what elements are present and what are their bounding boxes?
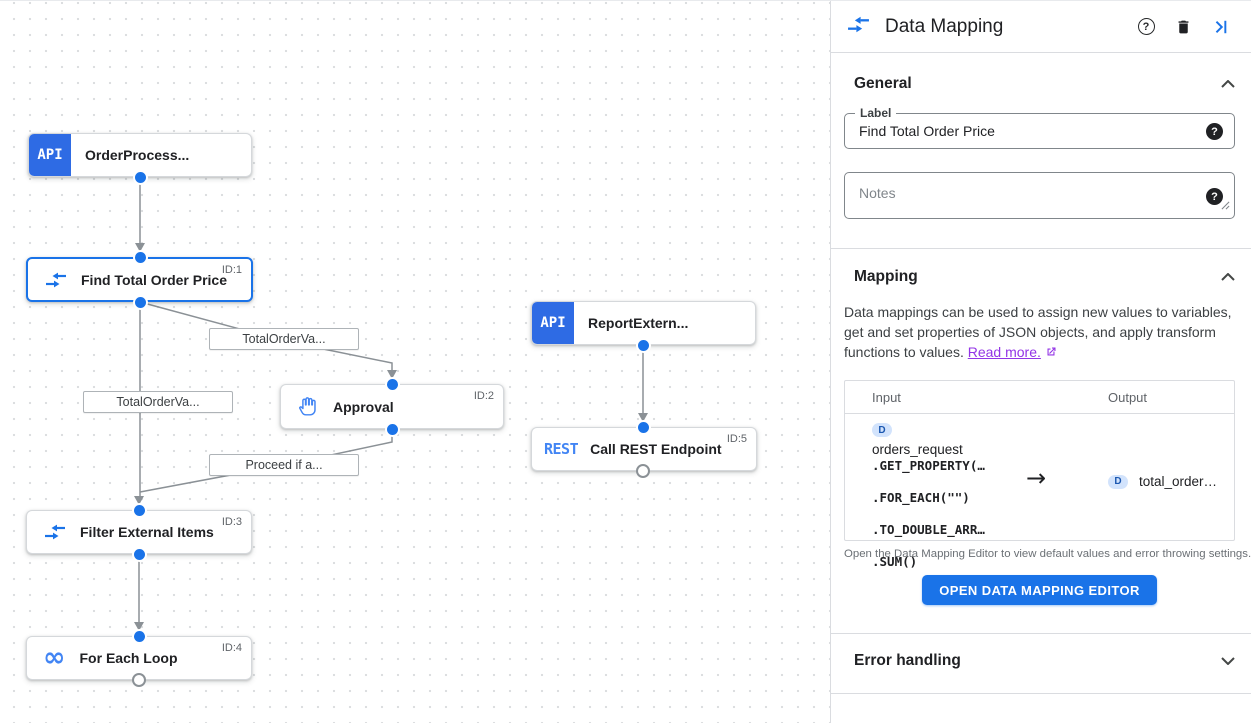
function-line: .GET_PROPERTY(… xyxy=(872,458,985,473)
node-label: Call REST Endpoint xyxy=(590,441,722,457)
connector-dot[interactable] xyxy=(132,629,147,644)
mapping-arrow-icon: → xyxy=(1026,464,1047,492)
function-line: .SUM() xyxy=(872,554,918,569)
input-variable: orders_request xyxy=(872,442,963,457)
node-api-trigger-reportextern[interactable]: API ReportExtern... xyxy=(531,301,756,345)
edge-label-proceed-if[interactable]: Proceed if a... xyxy=(209,454,359,476)
panel-header: Data Mapping ? xyxy=(831,1,1251,53)
output-variable: total_order… xyxy=(1139,474,1218,489)
node-id-badge: ID:3 xyxy=(221,516,242,528)
data-type-badge: D xyxy=(872,423,892,437)
mapping-section-title: Mapping xyxy=(854,268,918,285)
chevron-up-icon xyxy=(1221,80,1235,88)
mapping-description-text: Data mappings can be used to assign new … xyxy=(844,304,1232,360)
mapping-row[interactable]: D orders_request .GET_PROPERTY(… .FOR_EA… xyxy=(845,414,1234,569)
node-label: ReportExtern... xyxy=(588,315,689,331)
mapping-table-header: Input Output xyxy=(845,381,1234,414)
notes-help-icon[interactable]: ? xyxy=(1206,188,1223,205)
error-handling-section-title: Error handling xyxy=(854,652,961,669)
collapse-panel-button[interactable] xyxy=(1208,15,1232,39)
input-functions: .GET_PROPERTY(… .FOR_EACH("") .TO_DOUBLE… xyxy=(872,458,985,570)
divider xyxy=(831,248,1251,249)
connector-dot-empty[interactable] xyxy=(636,464,650,478)
data-mapping-icon xyxy=(45,271,67,289)
collapse-panel-icon xyxy=(1215,20,1227,33)
general-section: General Label ? ? xyxy=(831,75,1251,248)
workflow-canvas[interactable]: API OrderProcess... Find Total Order Pri… xyxy=(0,1,830,723)
node-id-badge: ID:4 xyxy=(221,642,242,654)
connector-dot[interactable] xyxy=(385,422,400,437)
mapping-table: Input Output D orders_request .GET_PROPE… xyxy=(844,380,1235,569)
approval-hand-icon xyxy=(298,396,319,417)
output-cell: D total_order… xyxy=(1108,474,1217,489)
mapping-editor-hint: Open the Data Mapping Editor to view def… xyxy=(844,548,1251,560)
external-link-icon xyxy=(1045,343,1057,363)
node-label: For Each Loop xyxy=(79,650,178,666)
connector-dot-empty[interactable] xyxy=(132,673,146,687)
connector-dot[interactable] xyxy=(132,503,147,518)
input-column-header: Input xyxy=(872,390,901,405)
edge-label-totalorderva-right[interactable]: TotalOrderVa... xyxy=(209,328,359,350)
chevron-down-icon xyxy=(1221,657,1235,665)
node-id-badge: ID:2 xyxy=(473,390,494,402)
mapping-section: Mapping Data mappings can be used to ass… xyxy=(831,268,1251,633)
error-handling-section-header[interactable]: Error handling xyxy=(844,634,1235,693)
node-id-badge: ID:1 xyxy=(221,264,242,276)
help-button[interactable]: ? xyxy=(1134,15,1158,39)
chevron-up-icon xyxy=(1221,273,1235,281)
node-label: OrderProcess... xyxy=(85,147,190,163)
divider xyxy=(831,633,1251,634)
function-line: .FOR_EACH("") xyxy=(872,490,970,505)
edge-connectors xyxy=(134,177,648,631)
api-trigger-icon: API xyxy=(29,134,71,176)
rest-task-icon: REST xyxy=(544,440,579,458)
label-field: Label ? xyxy=(844,106,1235,149)
label-help-icon[interactable]: ? xyxy=(1206,123,1223,140)
function-line: .TO_DOUBLE_ARR… xyxy=(872,522,985,537)
divider xyxy=(831,693,1251,694)
trash-icon xyxy=(1178,20,1188,33)
api-trigger-icon: API xyxy=(532,302,574,344)
mapping-description: Data mappings can be used to assign new … xyxy=(844,302,1235,363)
label-input[interactable] xyxy=(845,114,1178,148)
error-handling-section: Error handling xyxy=(831,634,1251,693)
connector-dot[interactable] xyxy=(133,170,148,185)
connector-dot[interactable] xyxy=(636,338,651,353)
task-config-panel: Data Mapping ? General xyxy=(830,1,1251,723)
notes-field: ? xyxy=(844,172,1235,219)
delete-task-button[interactable] xyxy=(1171,15,1195,39)
help-icon: ? xyxy=(1137,18,1155,35)
mapping-section-header[interactable]: Mapping xyxy=(844,268,1235,286)
data-mapping-icon xyxy=(44,523,66,541)
resize-handle[interactable] xyxy=(1221,197,1230,215)
edge-label-totalorderva-left[interactable]: TotalOrderVa... xyxy=(83,391,233,413)
read-more-link[interactable]: Read more. xyxy=(967,344,1041,360)
node-label: Approval xyxy=(333,398,394,415)
node-label: Find Total Order Price xyxy=(81,271,227,288)
connector-dot[interactable] xyxy=(133,250,148,265)
loop-icon: ∞ xyxy=(43,642,66,673)
node-id-badge: ID:5 xyxy=(726,433,747,445)
data-mapping-icon xyxy=(847,15,870,39)
node-label: Filter External Items xyxy=(80,524,214,540)
label-field-label: Label xyxy=(855,106,897,120)
general-section-header[interactable]: General xyxy=(844,75,1235,93)
data-type-badge: D xyxy=(1108,474,1128,489)
notes-input[interactable] xyxy=(845,173,1178,218)
connector-dot[interactable] xyxy=(385,377,400,392)
connector-dot[interactable] xyxy=(133,295,148,310)
node-api-trigger-orderprocess[interactable]: API OrderProcess... xyxy=(28,133,252,177)
connector-dot[interactable] xyxy=(636,420,651,435)
connector-dot[interactable] xyxy=(132,547,147,562)
output-column-header: Output xyxy=(1108,390,1148,405)
panel-title: Data Mapping xyxy=(885,15,1004,37)
general-section-title: General xyxy=(854,75,912,92)
open-data-mapping-editor-button[interactable]: OPEN DATA MAPPING EDITOR xyxy=(922,575,1157,605)
